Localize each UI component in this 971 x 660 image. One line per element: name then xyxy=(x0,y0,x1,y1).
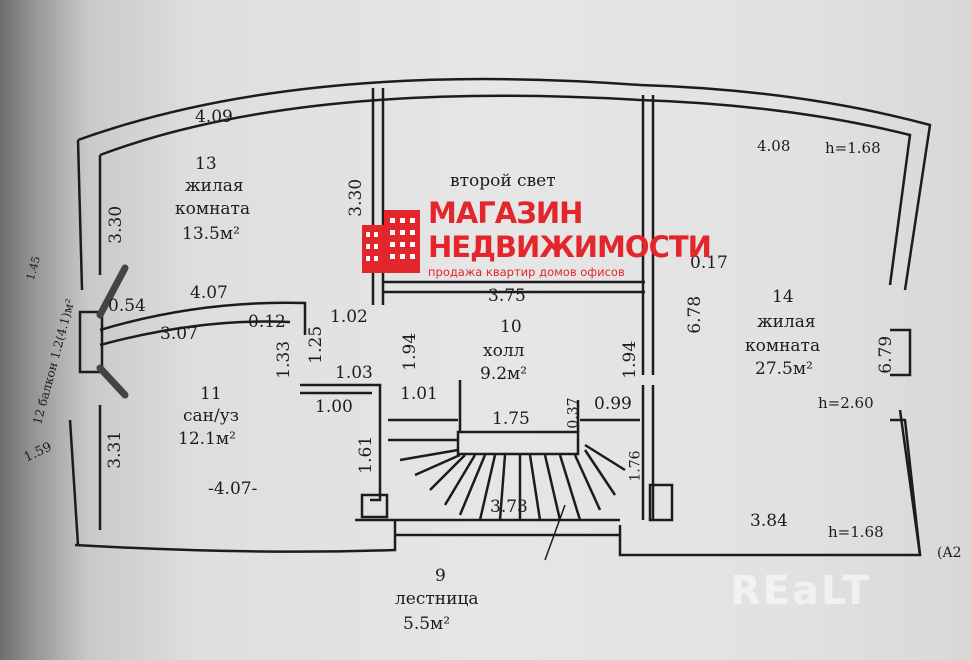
dim: 0.54 xyxy=(108,296,146,316)
room-11-area: 12.1м² xyxy=(178,429,236,449)
agency-logo: МАГАЗИН НЕДВИЖИМОСТИ продажа квартир дом… xyxy=(360,195,712,280)
room-9-area: 5.5м² xyxy=(403,614,451,634)
side-label: (A2 xyxy=(937,545,962,561)
wall-13-11 xyxy=(99,301,307,335)
balcony-rail-bottom xyxy=(96,364,129,399)
room-14-name: жилая xyxy=(757,312,816,332)
stair-landing xyxy=(456,430,580,456)
vent-shaft-right xyxy=(648,483,674,522)
dim: 3.75 xyxy=(488,286,526,306)
room-9-name: лестница xyxy=(395,589,479,609)
outer-wall-bottom-left xyxy=(74,518,397,553)
logo-line2: НЕДВИЖИМОСТИ xyxy=(428,230,712,264)
room-11-name: сан/уз xyxy=(183,406,239,426)
logo-tagline: продажа квартир домов офисов xyxy=(428,265,625,279)
dim: 4.08 xyxy=(757,137,791,155)
dim: 1.76 xyxy=(627,450,644,482)
dim: 1.03 xyxy=(335,363,373,383)
dim: 4.07 xyxy=(190,283,228,303)
balcony-rail-top xyxy=(96,264,129,319)
room-10-name: холл xyxy=(483,341,525,361)
dim: h=2.60 xyxy=(818,394,874,412)
room-13-name2: комната xyxy=(175,199,251,219)
dim: 1.02 xyxy=(330,307,368,327)
dim: 3.30 xyxy=(106,205,127,244)
dim: 1.94 xyxy=(620,340,641,379)
outer-wall-bottom-right xyxy=(618,409,922,557)
watermark: REaLT xyxy=(730,568,872,614)
dim: 3.84 xyxy=(750,511,788,531)
dim: 0.12 xyxy=(248,312,286,332)
dim: 1.25 xyxy=(306,325,327,364)
room-14-area: 27.5м² xyxy=(755,359,813,379)
dim: 3.31 xyxy=(105,430,126,469)
room-10-area: 9.2м² xyxy=(480,364,528,384)
dim: 1.61 xyxy=(356,435,377,474)
room-13-number: 13 xyxy=(195,154,217,174)
room-12-number: 12 xyxy=(30,407,48,426)
dim: h=1.68 xyxy=(828,523,884,541)
room-9-number: 9 xyxy=(435,566,446,586)
dim: 1.00 xyxy=(315,397,353,417)
room-13-area: 13.5м² xyxy=(182,224,240,244)
dim: 1.33 xyxy=(274,340,295,379)
room-14-name2: комната xyxy=(745,336,821,356)
balcony-door xyxy=(78,310,104,374)
building-icon xyxy=(362,210,420,273)
dim: 0.37 xyxy=(565,397,582,429)
dim: 0.17 xyxy=(690,253,728,273)
logo-line1: МАГАЗИН xyxy=(428,196,583,230)
dim: 3.73 xyxy=(490,497,528,517)
dim: 3.07 xyxy=(160,324,198,344)
dim: 1.01 xyxy=(400,384,438,404)
room-11-number: 11 xyxy=(200,384,222,404)
dim: 0.99 xyxy=(594,394,632,414)
dim: 6.78 xyxy=(685,295,706,334)
leader-line xyxy=(544,504,566,561)
room-10-number: 10 xyxy=(500,317,522,337)
vent-shaft-left xyxy=(360,493,389,519)
room-13-name: жилая xyxy=(185,176,244,196)
second-light-label: второй свет xyxy=(450,171,556,191)
room-14-number: 14 xyxy=(772,287,794,307)
inner-wall-top xyxy=(99,94,912,286)
dim: h=1.68 xyxy=(825,139,881,157)
outer-wall-top xyxy=(77,77,932,291)
dim: 4.09 xyxy=(195,107,233,127)
dim: 1.75 xyxy=(492,409,530,429)
dim: -4.07- xyxy=(208,479,258,499)
dim: 1.94 xyxy=(400,332,421,371)
dim: 6.79 xyxy=(876,335,897,374)
